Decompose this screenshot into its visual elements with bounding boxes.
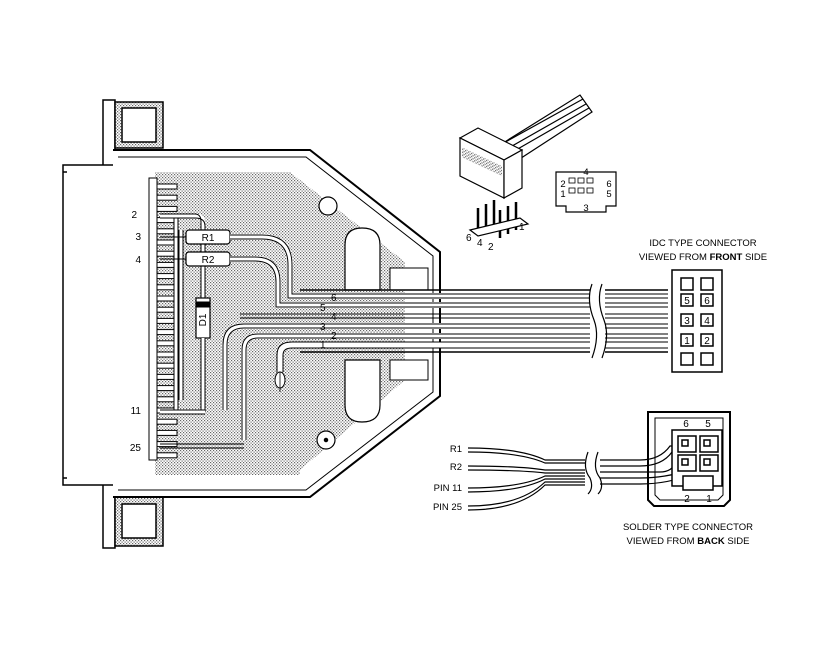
modular-jack-icon xyxy=(555,171,617,213)
jack-number-5: 5 xyxy=(606,189,611,200)
wire-number-1: 1 xyxy=(320,340,326,351)
idc-pin-4: 4 xyxy=(704,316,710,327)
idc-caption-line2: VIEWED FROM FRONT SIDE xyxy=(639,252,767,263)
solder-cup xyxy=(156,183,178,190)
solder-wire-label-r2: R2 xyxy=(450,462,462,473)
wire-number-3: 3 xyxy=(320,322,326,333)
jack-number-3: 3 xyxy=(583,203,588,214)
internal-wiring xyxy=(160,213,590,449)
jack-number-2: 2 xyxy=(560,179,565,190)
diode-d1-label: D1 xyxy=(198,313,209,326)
header-number-1: 1 xyxy=(519,222,525,233)
solder-cup xyxy=(156,205,178,212)
jack-number-4: 4 xyxy=(583,167,588,178)
solder-number-5: 5 xyxy=(705,419,711,430)
pin-label-11: 11 xyxy=(131,406,142,417)
solder-caption-line2: VIEWED FROM BACK SIDE xyxy=(627,536,750,547)
jack-number-6: 6 xyxy=(606,179,611,190)
wire-number-2: 2 xyxy=(331,331,337,342)
wire-number-5: 5 xyxy=(320,303,326,314)
solder-number-1: 1 xyxy=(706,494,712,505)
resistor-r2-label: R2 xyxy=(202,255,215,266)
solder-cup xyxy=(156,452,178,459)
resistor-r1-label: R1 xyxy=(202,233,215,244)
pin-label-25: 25 xyxy=(130,443,142,454)
solder-connector-wires xyxy=(467,445,706,511)
idc-pin-2: 2 xyxy=(704,336,710,347)
pin-label-2: 2 xyxy=(131,210,137,221)
idc-connector-front xyxy=(671,269,723,373)
jack-number-1: 1 xyxy=(560,189,565,200)
idc-pin-1: 1 xyxy=(684,336,690,347)
pin-label-4: 4 xyxy=(135,255,141,266)
solder-number-6: 6 xyxy=(683,419,689,430)
solder-cup xyxy=(156,418,178,425)
idc-caption-line1: IDC TYPE CONNECTOR xyxy=(649,238,756,249)
header-number-2: 2 xyxy=(488,242,494,253)
wire-number-6: 6 xyxy=(331,293,337,304)
header-number-6: 6 xyxy=(466,233,472,244)
solder-number-2: 2 xyxy=(684,494,690,505)
idc-pin-6: 6 xyxy=(704,296,710,307)
wire-number-4: 4 xyxy=(331,312,337,323)
pin-label-3: 3 xyxy=(135,232,141,243)
solder-cup xyxy=(156,194,178,201)
idc-pin-3: 3 xyxy=(684,316,690,327)
solder-wire-label-r1: R1 xyxy=(450,444,462,455)
ribbon-cable xyxy=(300,283,668,359)
idc-connector-illustration xyxy=(458,94,593,238)
solder-connector-body xyxy=(647,411,731,507)
solder-caption-line1: SOLDER TYPE CONNECTOR xyxy=(623,522,753,533)
solder-cup xyxy=(156,429,178,436)
header-number-4: 4 xyxy=(477,238,483,249)
idc-pin-5: 5 xyxy=(684,296,690,307)
solder-wire-label-pin11: PIN 11 xyxy=(434,483,462,494)
solder-wire-label-pin25: PIN 25 xyxy=(433,502,462,513)
